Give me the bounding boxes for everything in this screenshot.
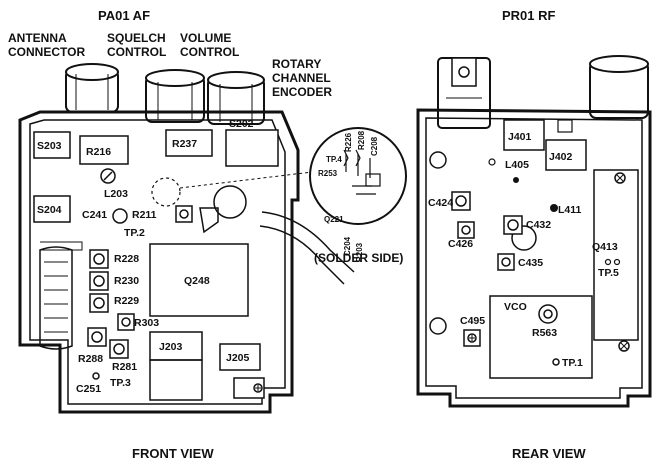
volume-label-2: CONTROL <box>180 45 239 59</box>
label-r226: R226 <box>344 132 353 152</box>
rear-knob <box>589 55 649 119</box>
rotary-label-1: ROTARY <box>272 57 321 71</box>
left-board-title: PA01 AF <box>98 8 150 23</box>
trimmer-c432 <box>503 215 523 235</box>
rear-view-caption: REAR VIEW <box>512 446 586 461</box>
label-c495: C495 <box>460 315 485 327</box>
trimmer-c424 <box>451 191 471 211</box>
label-tp1: TP.1 <box>562 357 583 369</box>
volume-label-1: VOLUME <box>180 31 231 45</box>
solder-side-label: (SOLDER SIDE) <box>314 251 403 265</box>
label-r216: R216 <box>86 146 111 158</box>
front-board: S203 R216 R237 S202 L203 S204 C241 TP.2 … <box>18 63 355 414</box>
rotary-label-2: CHANNEL <box>272 71 331 85</box>
label-q413: Q413 <box>592 241 618 253</box>
label-r228: R228 <box>114 253 139 265</box>
label-tp2: TP.2 <box>124 227 145 239</box>
label-r288: R288 <box>78 353 103 365</box>
label-c241: C241 <box>82 209 107 221</box>
label-r281: R281 <box>112 361 137 373</box>
trimmer-r281 <box>109 339 129 359</box>
label-j401: J401 <box>508 131 532 143</box>
label-r203: R203 <box>355 242 364 262</box>
label-c204: C204 <box>343 236 352 256</box>
squelch-label-2: CONTROL <box>107 45 166 59</box>
label-l203: L203 <box>104 188 128 200</box>
rotary-label-3: ENCODER <box>272 85 332 99</box>
label-tp5: TP.5 <box>598 267 619 279</box>
label-r208: R208 <box>357 130 366 150</box>
label-r563: R563 <box>532 327 557 339</box>
label-l405: L405 <box>505 159 529 171</box>
label-s202: S202 <box>229 118 254 130</box>
label-vco: VCO <box>504 301 527 313</box>
label-r229: R229 <box>114 295 139 307</box>
label-c251: C251 <box>76 383 101 395</box>
front-view-caption: FRONT VIEW <box>132 446 214 461</box>
squelch-label-1: SQUELCH <box>107 31 166 45</box>
label-r253: R253 <box>318 169 338 178</box>
antenna-connector-knob <box>65 63 119 113</box>
label-r211: R211 <box>132 209 157 221</box>
label-q248: Q248 <box>184 275 210 287</box>
solder-side-zoom: R226 R208 C208 TP.4 R253 Q221 <box>309 127 407 225</box>
right-board-title: PR01 RF <box>502 8 556 23</box>
label-tp3: TP.3 <box>110 377 131 389</box>
label-r230: R230 <box>114 275 139 287</box>
rear-board: J401 J402 L405 L411 C424 C432 C426 Q413 <box>416 55 652 408</box>
label-c432: C432 <box>526 219 551 231</box>
label-c424: C424 <box>428 197 453 209</box>
label-j205: J205 <box>226 352 250 364</box>
label-l411: L411 <box>558 204 582 216</box>
label-r237: R237 <box>172 138 197 150</box>
trimmer-r229 <box>89 293 109 313</box>
label-j402: J402 <box>549 151 573 163</box>
label-r303: R303 <box>134 317 159 329</box>
trimmer-r230 <box>89 271 109 291</box>
label-c435: C435 <box>518 257 543 269</box>
label-c426: C426 <box>448 238 473 250</box>
squelch-knob <box>145 69 205 123</box>
label-j203: J203 <box>159 341 183 353</box>
antenna-label-2: CONNECTOR <box>8 45 85 59</box>
volume-knob <box>207 71 265 125</box>
label-s204: S204 <box>37 204 62 216</box>
trimmer-c435 <box>497 253 515 271</box>
label-c208: C208 <box>370 136 379 156</box>
trimmer-r228 <box>89 249 109 269</box>
label-tp4: TP.4 <box>326 155 342 164</box>
trimmer-c426 <box>457 221 475 239</box>
label-q221: Q221 <box>324 215 344 224</box>
antenna-label-1: ANTENNA <box>8 31 67 45</box>
trimmer-r288 <box>87 327 107 347</box>
trimmer-r303 <box>117 313 135 331</box>
label-s203: S203 <box>37 140 62 152</box>
